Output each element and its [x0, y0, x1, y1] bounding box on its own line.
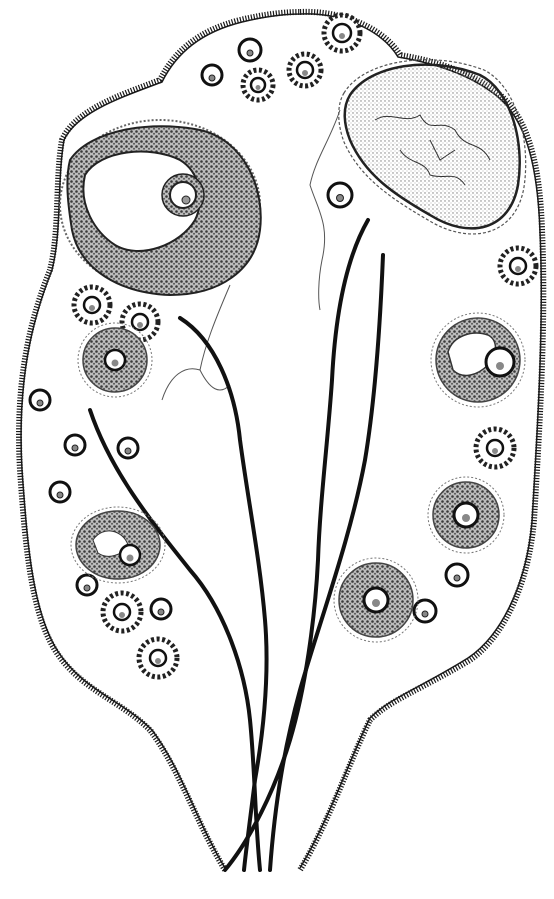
cyst-body	[339, 60, 526, 234]
secondary-follicles	[71, 313, 525, 642]
rosette-follicle	[74, 287, 110, 323]
rosette-follicle	[500, 248, 536, 284]
rosette-follicle	[476, 429, 514, 467]
rosette-follicle	[139, 639, 177, 677]
granular-follicle	[334, 558, 418, 642]
large-follicle	[60, 120, 261, 295]
rosette-follicle	[324, 15, 360, 51]
granular-follicle	[71, 507, 165, 583]
rosette-follicle	[243, 70, 273, 100]
rosette-follicle	[289, 54, 321, 86]
rosette-follicle	[103, 593, 141, 631]
granular-follicle	[428, 477, 504, 553]
granular-follicle	[431, 313, 525, 407]
